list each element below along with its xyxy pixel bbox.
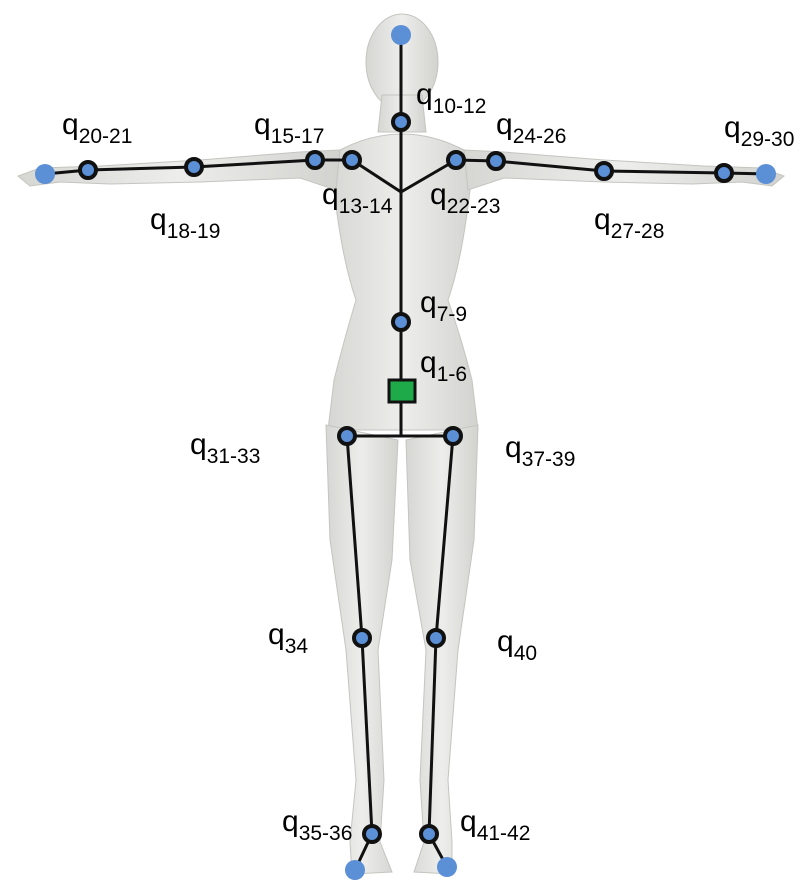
label-q20-21: q20-21: [62, 108, 133, 148]
joints: [78, 112, 734, 844]
root-joint-q1-6: [387, 378, 417, 404]
joint-q40: [426, 628, 446, 648]
joint-q13-14: [342, 150, 362, 170]
joint-q27-28: [594, 161, 614, 181]
label-q34: q34: [268, 618, 309, 658]
joint-q7-9: [391, 312, 411, 332]
label-q15-17: q15-17: [254, 108, 325, 148]
label-q13-14: q13-14: [322, 178, 393, 218]
label-q27-28: q27-28: [594, 203, 665, 243]
label-q29-30: q29-30: [724, 111, 795, 151]
head-endpoint: [391, 25, 411, 45]
label-q22-23: q22-23: [430, 178, 501, 218]
label-q35-36: q35-36: [282, 805, 353, 845]
label-q40: q40: [497, 625, 538, 665]
left-foot-endpoint: [345, 860, 365, 880]
end-effectors: [35, 25, 776, 880]
label-q7-9: q7-9: [420, 286, 468, 326]
joint-q35-36: [362, 824, 382, 844]
joint-q41-42: [419, 824, 439, 844]
joint-q20-21: [78, 160, 98, 180]
label-q31-33: q31-33: [190, 428, 261, 468]
joint-q15-17: [305, 150, 325, 170]
label-q41-42: q41-42: [460, 805, 531, 845]
label-q1-6: q1-6: [420, 346, 468, 386]
joint-q34: [352, 628, 372, 648]
right-foot-endpoint: [437, 857, 457, 877]
label-q18-19: q18-19: [150, 203, 221, 243]
joint-q31-33: [337, 426, 357, 446]
right-hand-endpoint: [756, 164, 776, 184]
left-hand-endpoint: [35, 164, 55, 184]
joint-q10-12: [391, 112, 411, 132]
label-q37-39: q37-39: [505, 431, 576, 471]
joint-q22-23: [446, 150, 466, 170]
joint-q29-30: [714, 163, 734, 183]
joint-q18-19: [184, 157, 204, 177]
label-q10-12: q10-12: [416, 78, 487, 118]
joint-q37-39: [443, 426, 463, 446]
joint-q24-26: [486, 151, 506, 171]
label-q24-26: q24-26: [496, 108, 567, 148]
